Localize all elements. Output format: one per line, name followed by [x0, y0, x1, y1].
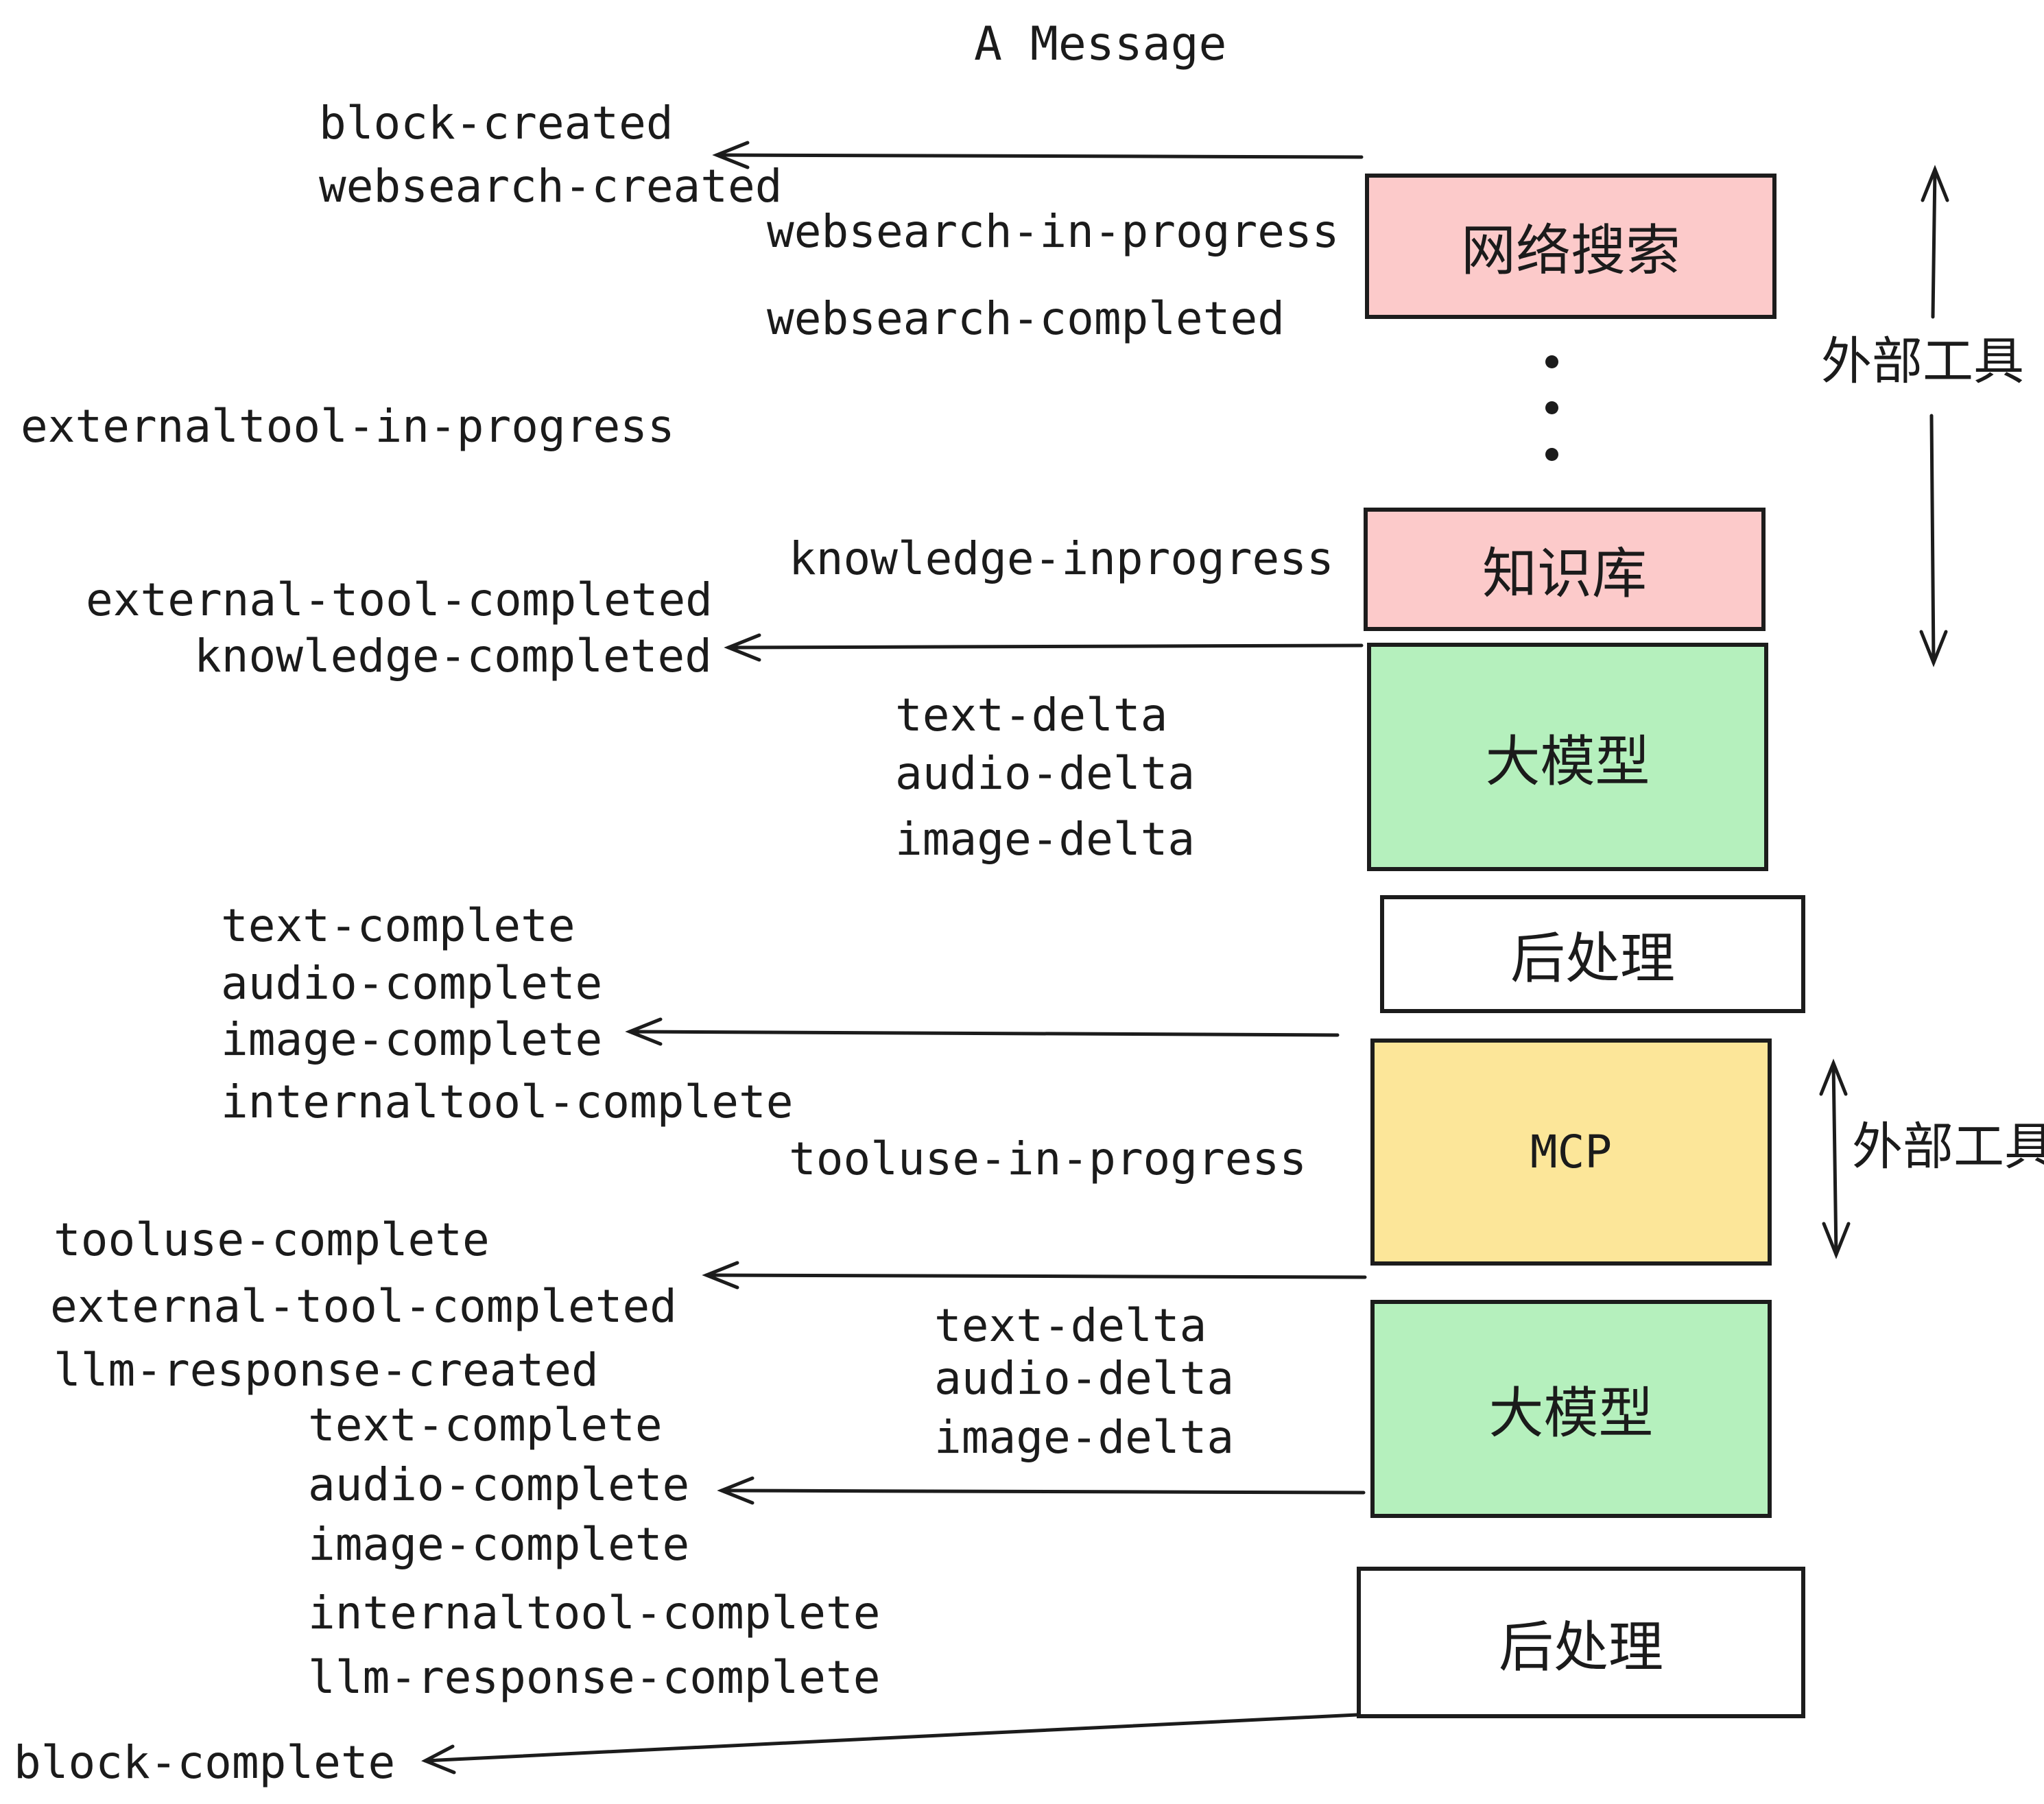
event-text-delta-1: text-delta	[895, 689, 1168, 741]
ellipsis-dot	[1545, 355, 1558, 368]
box-websearch: 网络搜索	[1365, 174, 1776, 319]
box-knowledge: 知识库	[1364, 508, 1766, 631]
arrow-postprocess2-to-blockcomplete	[421, 1713, 1359, 1775]
diagram-title: A Message	[974, 17, 1227, 71]
box-llm-2: 大模型	[1370, 1300, 1772, 1518]
event-knowledge-completed: knowledge-completed	[194, 630, 712, 683]
ellipsis-dot	[1545, 448, 1558, 461]
ellipsis-dot	[1545, 401, 1558, 414]
box-postprocess-2-label: 后处理	[1499, 1615, 1663, 1679]
event-tooluse-in-progress: tooluse-in-progress	[789, 1132, 1307, 1185]
event-audio-complete-2: audio-complete	[308, 1458, 690, 1511]
external-tools-1-up-arrow	[1921, 165, 1949, 319]
event-internaltool-complete-1: internaltool-complete	[221, 1076, 794, 1128]
arrow-websearch-to-created	[712, 141, 1364, 169]
box-postprocess-1-label: 后处理	[1510, 927, 1675, 990]
external-tools-annotation-2: 外部工具	[1852, 1117, 2044, 1176]
event-block-created: block-created	[319, 97, 674, 150]
event-llm-response-complete: llm-response-complete	[308, 1651, 881, 1704]
arrow-postprocess1-to-complete	[625, 1017, 1340, 1046]
arrow-knowledge-to-completed	[724, 633, 1364, 662]
box-postprocess-1: 后处理	[1380, 895, 1805, 1013]
event-text-complete-2: text-complete	[308, 1399, 663, 1451]
event-knowledge-inprogress: knowledge-inprogress	[789, 532, 1334, 585]
event-text-delta-2: text-delta	[934, 1299, 1207, 1352]
external-tools-annotation-1: 外部工具	[1821, 332, 2024, 391]
external-tools-1-down-arrow	[1919, 414, 1948, 667]
event-image-complete-2: image-complete	[308, 1518, 690, 1571]
arrow-mcp-to-toolusecomplete	[702, 1261, 1367, 1290]
event-external-tool-completed: external-tool-completed	[86, 573, 713, 626]
event-internaltool-complete-2: internaltool-complete	[308, 1587, 881, 1639]
event-block-complete: block-complete	[14, 1736, 396, 1789]
arrow-llm2-to-complete	[717, 1476, 1366, 1505]
event-websearch-created: websearch-created	[319, 160, 783, 213]
event-image-delta-2: image-delta	[934, 1411, 1235, 1464]
event-audio-complete-1: audio-complete	[221, 957, 603, 1010]
event-image-complete-1: image-complete	[221, 1013, 603, 1066]
external-tools-2-double-arrow	[1819, 1058, 1851, 1259]
box-llm-1-label: 大模型	[1485, 729, 1650, 794]
box-postprocess-2: 后处理	[1357, 1567, 1805, 1718]
event-websearch-in-progress: websearch-in-progress	[767, 205, 1340, 258]
box-llm-2-label: 大模型	[1488, 1381, 1654, 1445]
event-audio-delta-1: audio-delta	[895, 747, 1196, 800]
box-websearch-label: 网络搜索	[1461, 219, 1680, 283]
event-tooluse-complete: tooluse-complete	[54, 1213, 490, 1266]
event-externaltool-in-progress: externaltool-in-progress	[21, 400, 675, 453]
event-audio-delta-2: audio-delta	[934, 1352, 1235, 1405]
event-text-complete-1: text-complete	[221, 899, 575, 952]
box-knowledge-label: 知识库	[1482, 542, 1647, 606]
box-mcp: MCP	[1370, 1039, 1772, 1266]
event-websearch-completed: websearch-completed	[767, 292, 1285, 345]
event-image-delta-1: image-delta	[895, 813, 1196, 866]
event-llm-response-created: llm-response-created	[54, 1344, 599, 1397]
box-llm-1: 大模型	[1367, 643, 1768, 871]
box-mcp-label: MCP	[1530, 1126, 1613, 1178]
event-external-tool-completed-2: external-tool-completed	[50, 1280, 677, 1333]
